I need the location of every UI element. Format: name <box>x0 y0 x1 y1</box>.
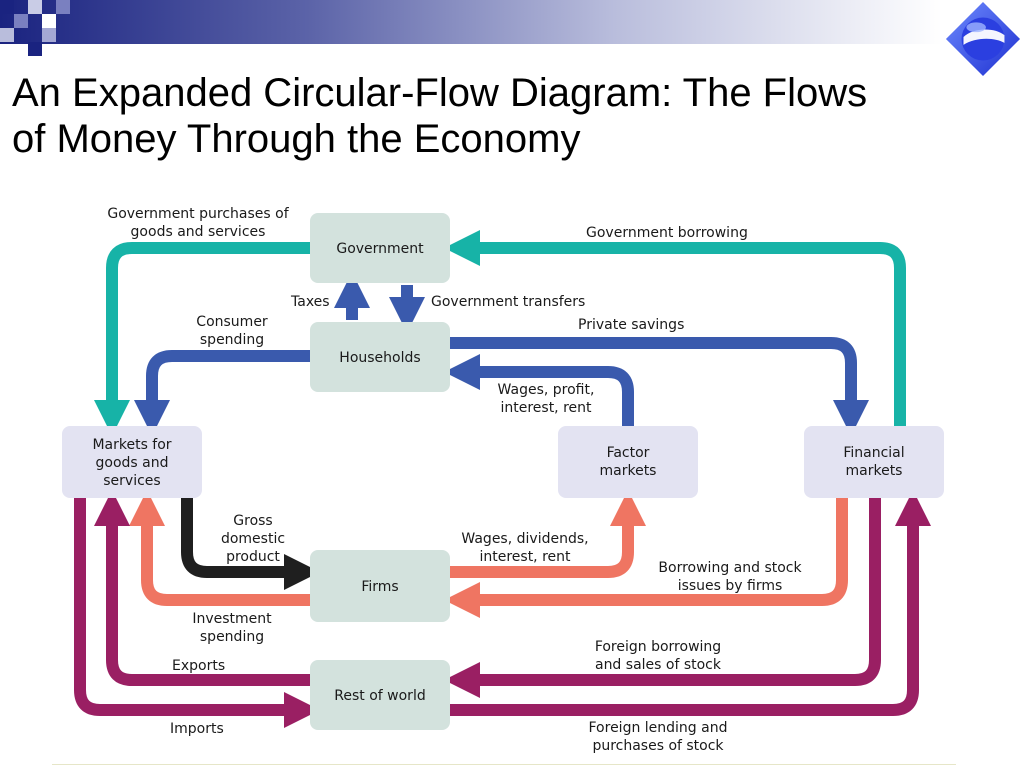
gov-borrowing-arrow <box>444 230 906 426</box>
slide-title: An Expanded Circular-Flow Diagram: The F… <box>12 70 1002 162</box>
gov-borrowing-label: Government borrowing <box>586 225 748 241</box>
wages-profit-arrow <box>444 354 634 426</box>
government-box: Government <box>310 213 450 283</box>
markets-goods-label-1: Markets for <box>92 437 171 453</box>
gov-purchases-label-1: Government purchases of <box>107 206 289 222</box>
foreign-borrowing-label-1: Foreign borrowing <box>595 639 721 655</box>
markets-goods-box: Markets for goods and services <box>62 426 202 498</box>
private-savings-label: Private savings <box>578 317 684 333</box>
gov-purchases-label-2: goods and services <box>131 224 266 240</box>
factor-markets-label-1: Factor <box>607 445 650 461</box>
imports-arrow <box>74 498 320 728</box>
factor-markets-box: Factor markets <box>558 426 698 498</box>
exports-arrow <box>94 490 310 686</box>
foreign-lending-label-1: Foreign lending and <box>589 720 728 736</box>
footer-divider <box>52 764 956 765</box>
factor-markets-label-2: markets <box>600 463 657 479</box>
private-savings-arrow <box>450 337 869 436</box>
foreign-lending-label-2: purchases of stock <box>592 738 724 754</box>
wages-profit-label-2: interest, rent <box>500 400 592 416</box>
wages-profit-label-1: Wages, profit, <box>498 382 595 398</box>
foreign-lending-arrow <box>450 490 931 716</box>
government-label: Government <box>336 241 424 257</box>
foreign-borrowing-label-2: and sales of stock <box>595 657 722 673</box>
consumer-spending-label-2: spending <box>200 332 264 348</box>
markets-goods-label-3: services <box>103 473 160 489</box>
wages-dividends-label-1: Wages, dividends, <box>461 531 588 547</box>
exports-label: Exports <box>172 658 225 674</box>
consumer-spending-arrow <box>134 350 310 436</box>
wages-dividends-label-2: interest, rent <box>479 549 571 565</box>
gov-purchases-arrow <box>94 242 310 436</box>
investment-spending-label-2: spending <box>200 629 264 645</box>
taxes-label: Taxes <box>290 294 330 310</box>
firms-box: Firms <box>310 550 450 622</box>
wages-dividends-arrow <box>450 490 646 578</box>
markets-goods-label-2: goods and <box>96 455 169 471</box>
financial-markets-box: Financial markets <box>804 426 944 498</box>
investment-spending-arrow <box>129 490 310 606</box>
gdp-arrow <box>181 498 320 590</box>
rest-of-world-label: Rest of world <box>334 688 425 704</box>
financial-markets-label-1: Financial <box>843 445 904 461</box>
consumer-spending-label-1: Consumer <box>196 314 268 330</box>
gov-transfers-label: Government transfers <box>431 294 585 310</box>
blue-globe-logo-icon <box>945 1 1021 77</box>
gdp-label-1: Gross <box>233 513 272 529</box>
households-label: Households <box>339 350 420 366</box>
borrowing-stock-label-1: Borrowing and stock <box>658 560 802 576</box>
slide-title-line-2: of Money Through the Economy <box>12 117 581 161</box>
borrowing-stock-arrow <box>444 498 848 618</box>
households-box: Households <box>310 322 450 392</box>
imports-label: Imports <box>170 721 224 737</box>
foreign-borrowing-arrow <box>444 498 881 698</box>
gdp-label-3: product <box>226 549 280 565</box>
title-gradient-band <box>0 0 1024 44</box>
borrowing-stock-label-2: issues by firms <box>678 578 783 594</box>
rest-of-world-box: Rest of world <box>310 660 450 730</box>
firms-label: Firms <box>361 579 398 595</box>
slide-title-line-1: An Expanded Circular-Flow Diagram: The F… <box>12 71 868 115</box>
gdp-label-2: domestic <box>221 531 285 547</box>
financial-markets-label-2: markets <box>846 463 903 479</box>
investment-spending-label-1: Investment <box>192 611 272 627</box>
